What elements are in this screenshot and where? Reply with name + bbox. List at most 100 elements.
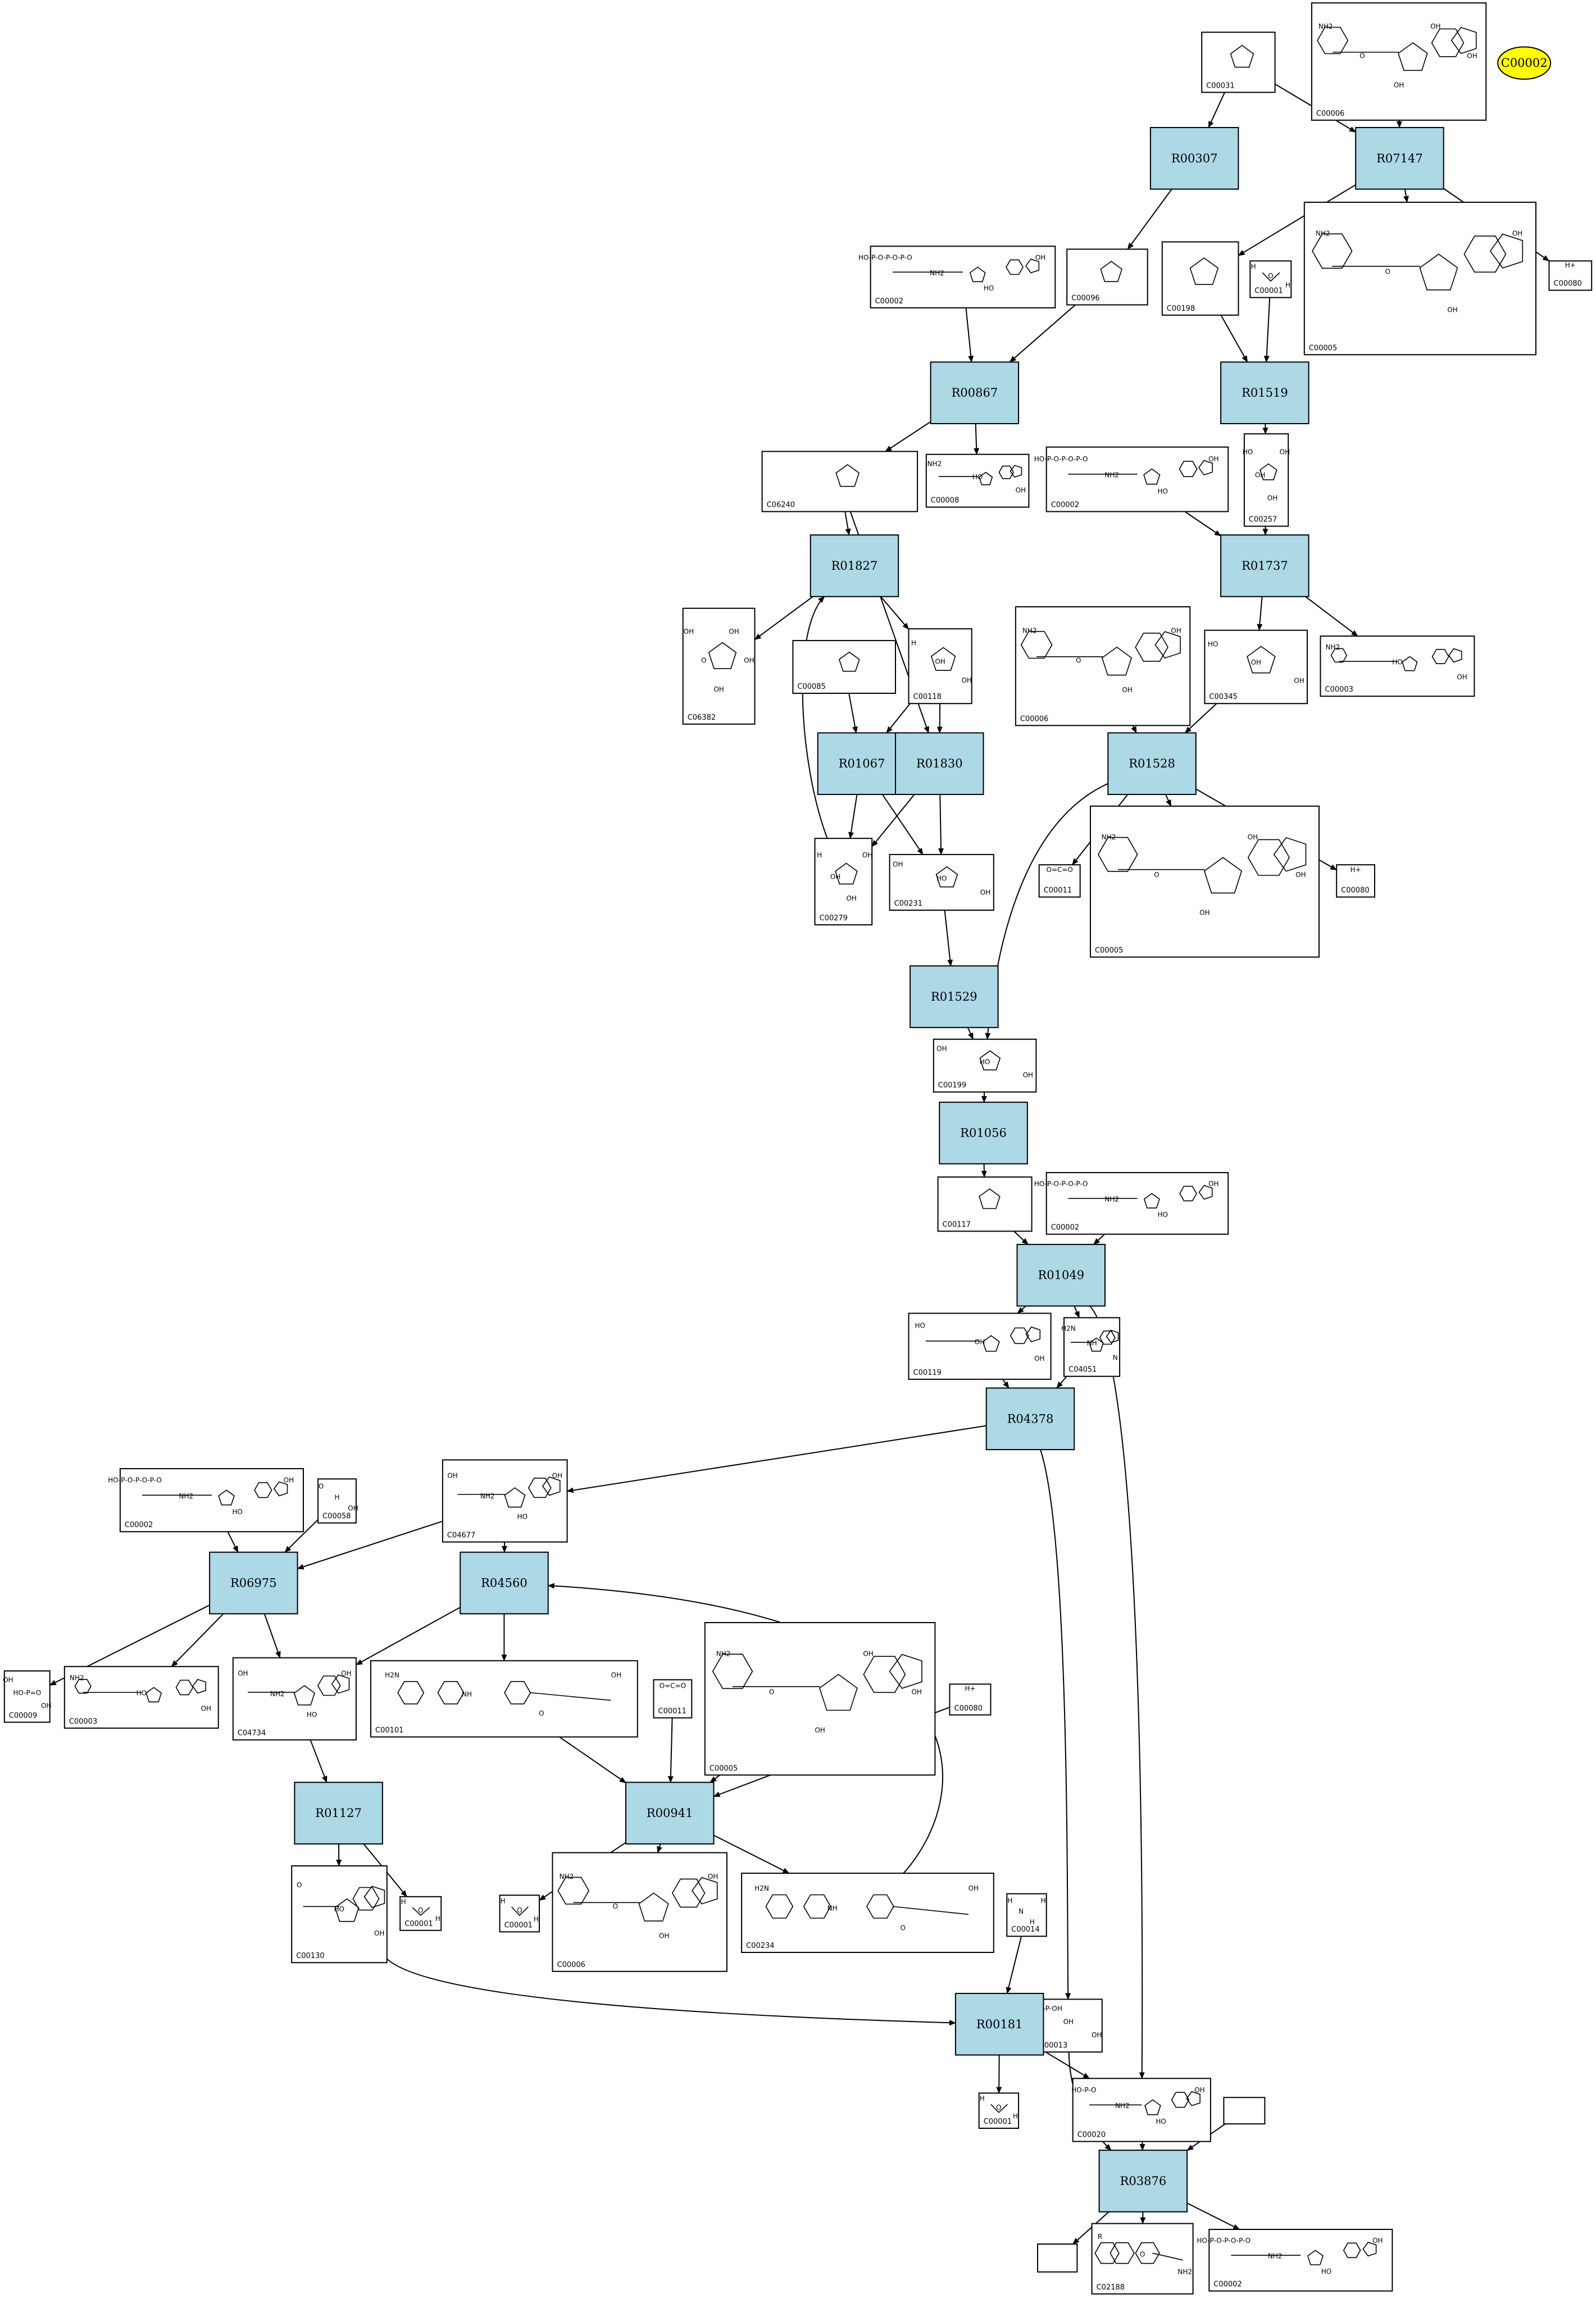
compound-box[interactable] — [119, 1468, 304, 1533]
reaction-box[interactable] — [1220, 361, 1309, 425]
reaction-box[interactable] — [939, 1101, 1028, 1165]
compound-box[interactable] — [1311, 2, 1487, 121]
compound-box[interactable] — [704, 1622, 936, 1776]
compound-box[interactable] — [499, 1895, 540, 1933]
compound-node[interactable]: C00198 — [1161, 241, 1239, 316]
reaction-box[interactable] — [810, 534, 899, 597]
compound-box[interactable] — [63, 1666, 219, 1729]
compound-box[interactable] — [1045, 446, 1229, 512]
compound-box[interactable] — [1045, 1172, 1229, 1235]
reaction-box[interactable] — [1016, 1243, 1106, 1307]
compound-box[interactable] — [653, 1679, 693, 1719]
reaction-node[interactable]: R06975 — [209, 1551, 298, 1615]
compound-box[interactable] — [1161, 241, 1239, 316]
compound-box[interactable] — [552, 1852, 727, 1972]
reaction-box[interactable] — [817, 732, 907, 796]
compound-box[interactable] — [741, 1873, 994, 1954]
compound-box[interactable] — [889, 853, 994, 911]
compound-box[interactable] — [925, 453, 1030, 508]
compound-box[interactable] — [1006, 1893, 1047, 1937]
reaction-box[interactable] — [930, 361, 1020, 425]
reaction-box[interactable] — [625, 1782, 715, 1845]
compound-box[interactable] — [1204, 629, 1308, 705]
compound-box[interactable] — [1249, 260, 1292, 298]
compound-box[interactable] — [908, 628, 972, 705]
reaction-box[interactable] — [209, 1551, 298, 1615]
compound-node[interactable] — [1037, 2243, 1078, 2273]
reaction-node[interactable]: R00867 — [930, 361, 1020, 425]
compound-node[interactable]: C00031 — [1201, 31, 1276, 93]
reaction-node[interactable]: R04560 — [460, 1551, 549, 1615]
compound-box[interactable] — [870, 246, 1056, 308]
reaction-node[interactable]: R00941 — [625, 1782, 715, 1845]
reaction-node[interactable]: R01737 — [1220, 534, 1309, 597]
compound-box[interactable] — [1336, 864, 1375, 898]
compound-box[interactable] — [1090, 805, 1320, 958]
compound-node[interactable]: H+C00080 — [949, 1683, 992, 1716]
reaction-box[interactable] — [985, 1387, 1075, 1451]
compound-box[interactable] — [1223, 2097, 1266, 2125]
compound-box[interactable] — [1072, 2078, 1211, 2142]
compound-box[interactable] — [933, 1038, 1037, 1093]
compound-box[interactable] — [1243, 433, 1289, 527]
compound-node[interactable] — [1223, 2097, 1266, 2125]
reaction-box[interactable] — [895, 732, 984, 796]
reaction-node[interactable]: R04378 — [985, 1387, 1075, 1451]
compound-box[interactable] — [814, 838, 873, 926]
highlight-ellipse[interactable] — [1497, 46, 1552, 80]
compound-node[interactable]: C00117 — [937, 1176, 1033, 1232]
reaction-node[interactable]: R01049 — [1016, 1243, 1106, 1307]
reaction-node[interactable]: R00181 — [954, 1993, 1044, 2056]
highlighted-compound[interactable]: C00002 — [1497, 46, 1552, 80]
compound-box[interactable] — [1066, 248, 1148, 306]
reaction-node[interactable]: R07147 — [1355, 127, 1444, 190]
reaction-node[interactable]: R01529 — [910, 965, 999, 1028]
reaction-box[interactable] — [1220, 534, 1309, 597]
compound-box[interactable] — [1037, 2243, 1078, 2273]
reaction-box[interactable] — [460, 1551, 549, 1615]
reaction-box[interactable] — [954, 1993, 1044, 2056]
compound-box[interactable] — [1201, 31, 1276, 93]
compound-node[interactable]: H+C00080 — [1548, 260, 1593, 291]
reaction-box[interactable] — [910, 965, 999, 1028]
reaction-node[interactable]: R01519 — [1220, 361, 1309, 425]
compound-box[interactable] — [937, 1176, 1033, 1232]
compound-node[interactable]: C06240 — [761, 451, 919, 512]
compound-box[interactable] — [1303, 202, 1537, 356]
compound-box[interactable] — [1208, 2229, 1393, 2292]
compound-box[interactable] — [232, 1657, 357, 1741]
reaction-box[interactable] — [1355, 127, 1444, 190]
compound-box[interactable] — [3, 1670, 51, 1723]
reaction-node[interactable]: R01127 — [294, 1782, 383, 1845]
reaction-box[interactable] — [1149, 127, 1239, 190]
compound-box[interactable] — [291, 1865, 388, 1964]
compound-box[interactable] — [399, 1896, 442, 1931]
